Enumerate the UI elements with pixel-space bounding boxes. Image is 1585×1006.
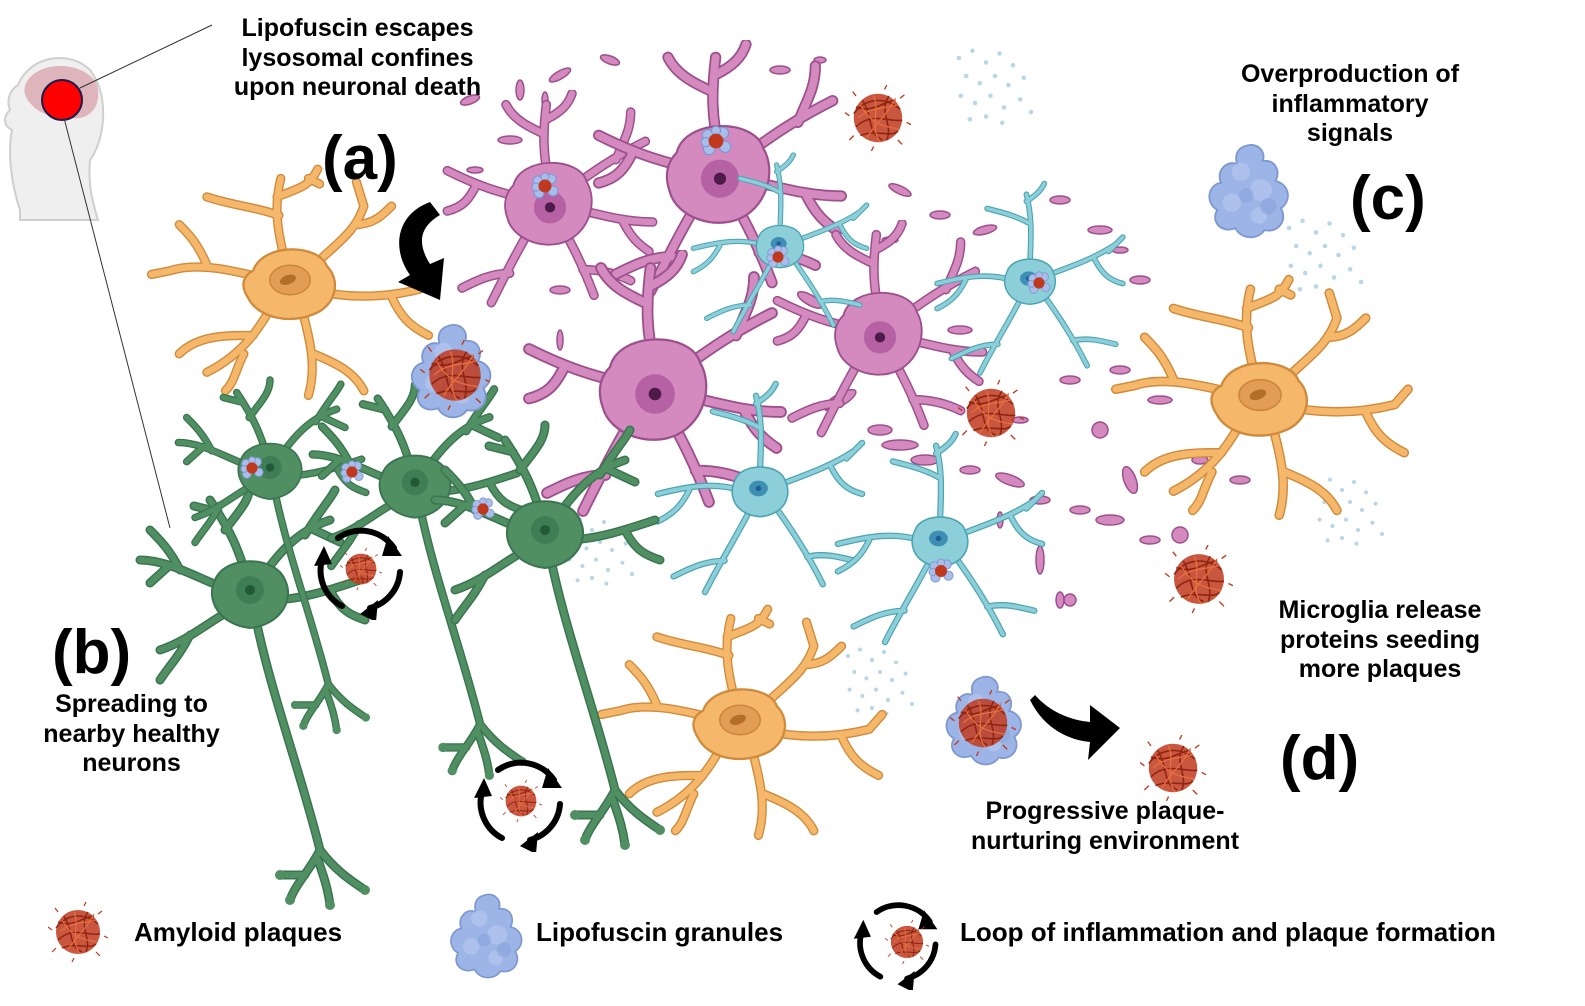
panel-a-label: (a) xyxy=(322,124,398,193)
legend-item-lipofuscin-granules: Lipofuscin granules xyxy=(536,917,784,947)
amyloid-plaque xyxy=(500,780,542,822)
caption-line: neurons xyxy=(82,749,181,777)
caption-line: Overproduction of xyxy=(1240,60,1460,88)
caption-line: nearby healthy xyxy=(43,719,220,748)
caption-line: Microglia release xyxy=(1278,596,1482,624)
panel-d-caption: Microglia release proteins seeding more … xyxy=(1240,596,1520,685)
brain-region-marker xyxy=(41,79,83,121)
lipofuscin-granule xyxy=(1208,143,1289,239)
amyloid-plaque xyxy=(1165,545,1233,613)
caption-line: Lipofuscin escapes xyxy=(241,14,474,42)
healthy-neuron-orange-3 xyxy=(602,609,883,835)
panel-a-caption: Lipofuscin escapes lysosomal confines up… xyxy=(200,14,515,103)
arrow-a-icon xyxy=(398,202,444,300)
head-illustration xyxy=(4,57,105,221)
healthy-neuron-orange-1 xyxy=(152,169,433,395)
callout-line-b xyxy=(63,117,171,529)
amyloid-plaque xyxy=(958,380,1024,446)
microglia-4 xyxy=(838,434,1042,642)
legend-item-amyloid-plaques: Amyloid plaques xyxy=(134,917,343,947)
legend-item-inflammation-loop: Loop of inflammation and plaque formatio… xyxy=(960,917,1496,947)
caption-line: lysosomal confines xyxy=(241,43,474,72)
caption-line: upon neuronal death xyxy=(233,73,482,101)
caption-line: proteins seeding xyxy=(1279,625,1481,654)
panel-c-caption: Overproduction of inflammatory signals xyxy=(1210,60,1490,149)
cell-inclusion xyxy=(928,558,954,583)
callout-line-a xyxy=(79,24,213,89)
panel-b-caption: Spreading to nearby healthy neurons xyxy=(14,690,249,779)
lipofuscin-granule-icon xyxy=(450,893,523,979)
caption-line: Spreading to xyxy=(55,690,208,718)
amyloid-plaque xyxy=(1140,735,1206,801)
caption-line: nurturing environment xyxy=(970,826,1240,855)
panel-b-label: (b) xyxy=(52,618,132,687)
amyloid-plaque-icon xyxy=(48,902,108,962)
panel-d-label: (d) xyxy=(1280,724,1360,793)
caption-line: Progressive plaque- xyxy=(985,797,1225,825)
arrow-d-icon xyxy=(1030,695,1120,760)
neuron-debris xyxy=(459,54,1251,609)
caption-line: signals xyxy=(1306,119,1394,147)
signal-dots-1 xyxy=(956,48,1034,126)
signal-dots-5 xyxy=(846,647,914,716)
panel-d-subcaption: Progressive plaque- nurturing environmen… xyxy=(940,797,1270,856)
signal-dots-3 xyxy=(1316,477,1384,546)
dying-neuron-2 xyxy=(599,44,842,291)
caption-line: inflammatory xyxy=(1271,89,1429,118)
caption-line: more plaques xyxy=(1298,655,1462,683)
amyloid-plaque xyxy=(845,85,911,151)
panel-c-label: (c) xyxy=(1350,164,1426,233)
